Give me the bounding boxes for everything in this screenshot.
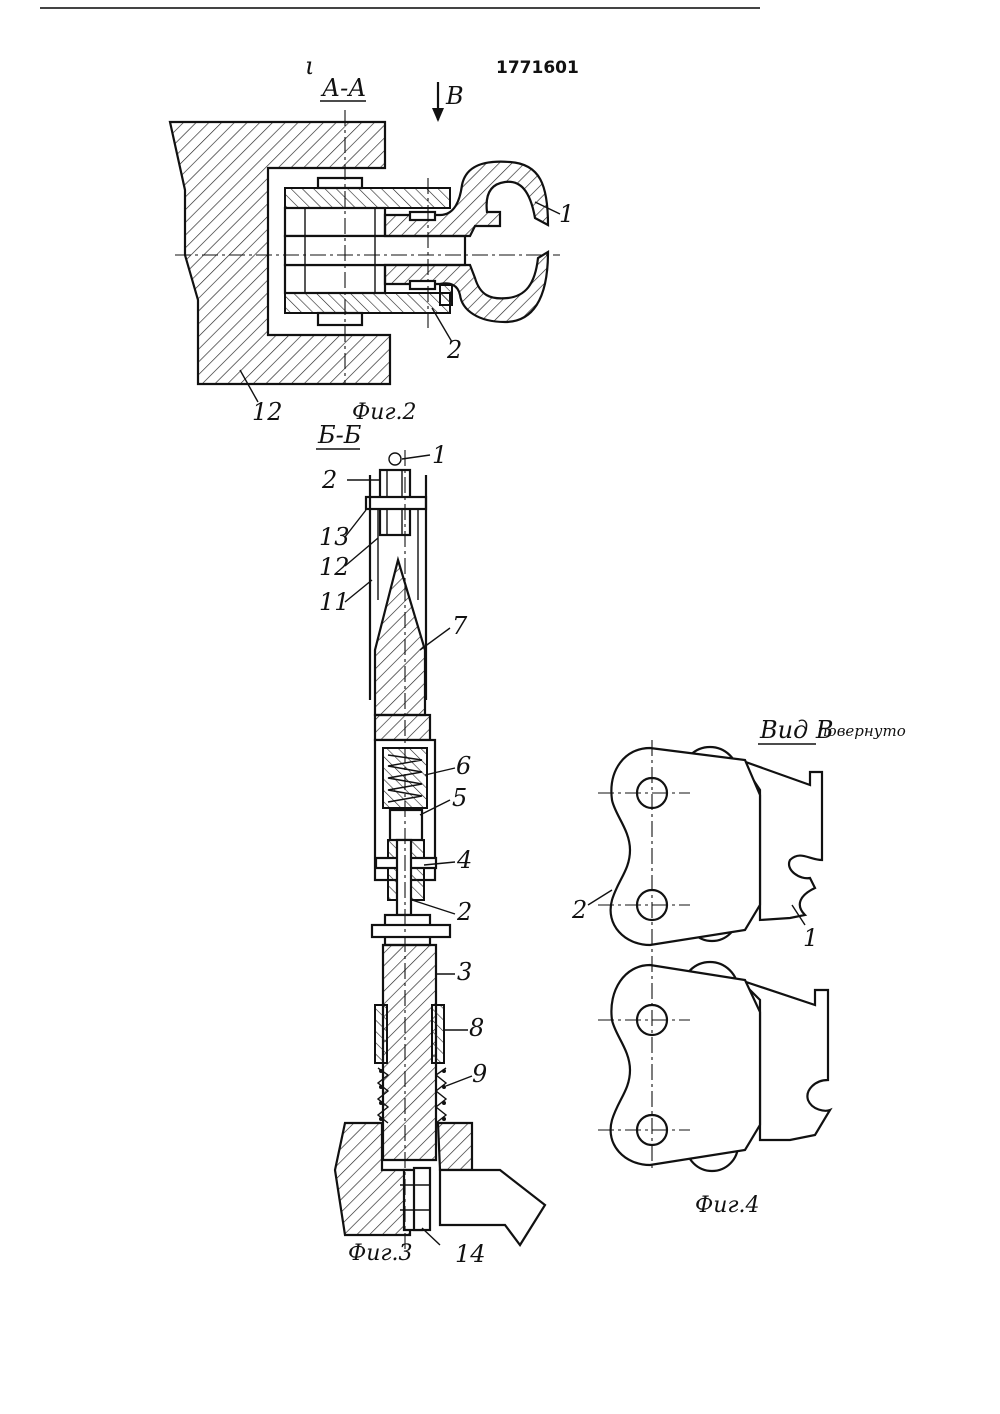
patent-number: 1771601 (496, 58, 579, 78)
fig4-upper-link-plate (611, 748, 760, 945)
fig3-callout-2-mid: 2 (456, 898, 472, 926)
view-arrow-icon (432, 82, 444, 122)
fig4-lower-link-plate (611, 965, 760, 1165)
fig4-view-title-suffix: повернуто (818, 722, 906, 740)
fig2-callout-12: 12 (252, 398, 283, 426)
fig2-view-arrow-label: В (445, 82, 464, 110)
outer-plate-top (285, 188, 450, 208)
fig3-callout-6: 6 (456, 752, 471, 780)
fig3-callout-1: 1 (432, 441, 447, 469)
fig3-callout-3: 3 (457, 958, 472, 986)
fig3-callout-4: 4 (456, 846, 472, 874)
fig4-callout-1: 1 (803, 924, 818, 952)
fig4-caption: Фиг.4 (695, 1193, 760, 1218)
top-mark: ι (305, 52, 314, 80)
fig3: Б-Б (316, 421, 545, 1268)
fig2-caption: Фиг.2 (352, 400, 417, 425)
fig3-callout-13: 13 (319, 523, 350, 551)
fig4: Вид В повернуто 2 1 Фиг.4 (571, 716, 906, 1218)
fig2-section-label: А-А (320, 74, 366, 102)
fig2-callout-2: 2 (446, 336, 462, 364)
outer-plate-bottom (285, 293, 450, 313)
fig3-callout-9: 9 (472, 1060, 487, 1088)
fig3-callout-12: 12 (319, 553, 350, 581)
rod-3 (383, 945, 436, 1160)
fig3-caption: Фиг.3 (348, 1241, 413, 1266)
fig3-callout-2-top: 2 (321, 466, 337, 494)
fig2: А-А В 1 (170, 74, 574, 426)
fig3-callout-7: 7 (452, 612, 468, 640)
fig2-callout-1: 1 (559, 200, 574, 228)
fig3-callout-14: 14 (455, 1240, 486, 1268)
fig4-callout-2: 2 (571, 896, 587, 924)
fig3-callout-5: 5 (452, 784, 467, 812)
fig3-section-label: Б-Б (317, 421, 362, 449)
fig3-callout-11: 11 (319, 588, 350, 616)
fig3-callout-8: 8 (469, 1014, 484, 1042)
